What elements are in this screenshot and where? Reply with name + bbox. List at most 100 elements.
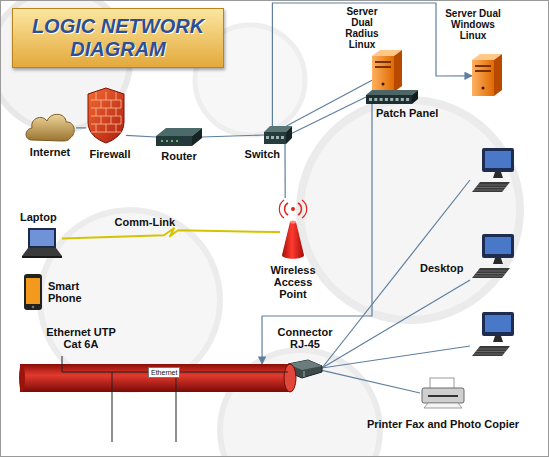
device-label: Wireless Access Point xyxy=(260,264,326,300)
comm-link xyxy=(62,228,280,238)
device-node: Desktop xyxy=(470,234,518,280)
icon-part xyxy=(494,54,502,96)
icon-part xyxy=(375,61,391,63)
network-link xyxy=(286,80,372,126)
icon-part xyxy=(266,136,269,139)
icon-part xyxy=(472,60,494,96)
icon-part xyxy=(19,364,25,392)
icon-part xyxy=(485,151,511,168)
icon-part xyxy=(428,395,458,397)
icon-part xyxy=(422,388,464,403)
cable-wire xyxy=(176,392,177,442)
device-node: Router xyxy=(156,128,202,146)
icon-part xyxy=(474,190,503,191)
icon-part xyxy=(116,124,117,132)
icon-part xyxy=(161,140,163,142)
icon-part xyxy=(482,87,485,90)
icon-part xyxy=(96,108,97,116)
network-link xyxy=(322,370,420,393)
edge-label: Comm-Link xyxy=(115,216,176,228)
icon-part xyxy=(375,66,391,68)
icon-part xyxy=(369,98,372,101)
icon-part xyxy=(166,140,168,142)
device-icon xyxy=(372,50,402,92)
icon-part xyxy=(101,116,102,124)
network-wire xyxy=(322,346,470,368)
icon-part xyxy=(111,100,112,108)
icon-part xyxy=(156,136,192,146)
icon-part xyxy=(424,403,462,408)
device-label: Smart Phone xyxy=(48,280,92,304)
device-icon xyxy=(156,128,202,146)
icon-part xyxy=(264,132,286,144)
device-icon xyxy=(86,86,126,144)
icon-part xyxy=(390,98,393,101)
icon-part xyxy=(116,108,117,116)
device-icon xyxy=(472,148,514,192)
network-link xyxy=(322,280,470,368)
icon-part xyxy=(472,268,510,278)
icon-part xyxy=(474,276,503,277)
device-icon xyxy=(22,228,62,258)
icon-part xyxy=(286,126,292,144)
icon-part xyxy=(282,222,304,259)
icon-part xyxy=(475,65,491,67)
device-icon xyxy=(24,110,76,142)
icon-part xyxy=(482,234,514,258)
icon-part xyxy=(276,136,279,139)
icon-part xyxy=(474,354,503,355)
diagram-title: LOGIC NETWORK DIAGRAM xyxy=(18,15,218,61)
icon-part xyxy=(366,95,412,104)
icon-part xyxy=(281,136,284,139)
icon-part xyxy=(482,312,514,336)
device-node: Laptop xyxy=(22,228,62,258)
icon-part xyxy=(485,315,511,332)
device-label: Router xyxy=(151,150,207,162)
icon-part xyxy=(121,116,122,124)
icon-part xyxy=(116,92,117,100)
device-label: Server Dual Windows Linux xyxy=(444,8,502,41)
icon-part xyxy=(111,116,112,124)
title-box: LOGIC NETWORK DIAGRAM xyxy=(12,8,224,68)
device-icon xyxy=(470,234,518,280)
icon-part xyxy=(493,336,503,342)
icon-part xyxy=(96,124,97,132)
device-node: Smart Phone xyxy=(24,274,42,310)
icon-part xyxy=(24,274,42,310)
device-node: Server Dual Windows Linux xyxy=(472,54,502,96)
network-link xyxy=(76,127,86,128)
icon-part xyxy=(96,92,97,100)
icon-part xyxy=(476,187,505,188)
device-icon xyxy=(264,126,292,144)
device-node: Patch Panel xyxy=(366,90,418,104)
icon-part xyxy=(22,256,62,258)
network-wire xyxy=(322,180,470,368)
icon-part xyxy=(26,278,40,304)
network-link xyxy=(292,97,366,133)
icon-part xyxy=(478,185,507,186)
icon-part xyxy=(279,200,284,218)
icon-part xyxy=(485,237,511,254)
icon-part xyxy=(482,148,514,172)
device-label: Switch xyxy=(232,148,280,160)
icon-part xyxy=(478,349,507,350)
icon-part xyxy=(412,90,418,104)
device-node: Switch xyxy=(264,126,292,144)
icon-part xyxy=(406,98,409,101)
device-node: Firewall xyxy=(86,86,126,144)
device-icon xyxy=(24,274,42,310)
network-link xyxy=(126,135,156,137)
icon-part xyxy=(271,136,274,139)
cable-tag: Ethernet xyxy=(148,367,180,378)
icon-part xyxy=(401,98,404,101)
icon-part xyxy=(385,98,388,101)
icon-part xyxy=(106,108,107,116)
device-label: Connector RJ-45 xyxy=(272,326,338,350)
device-label: Internet xyxy=(14,146,86,158)
icon-part xyxy=(476,351,505,352)
icon-part xyxy=(396,98,399,101)
icon-part xyxy=(285,203,288,215)
device-label: Printer Fax and Photo Copier xyxy=(350,418,536,430)
icon-part xyxy=(478,271,507,272)
device-label: Firewall xyxy=(80,148,140,160)
